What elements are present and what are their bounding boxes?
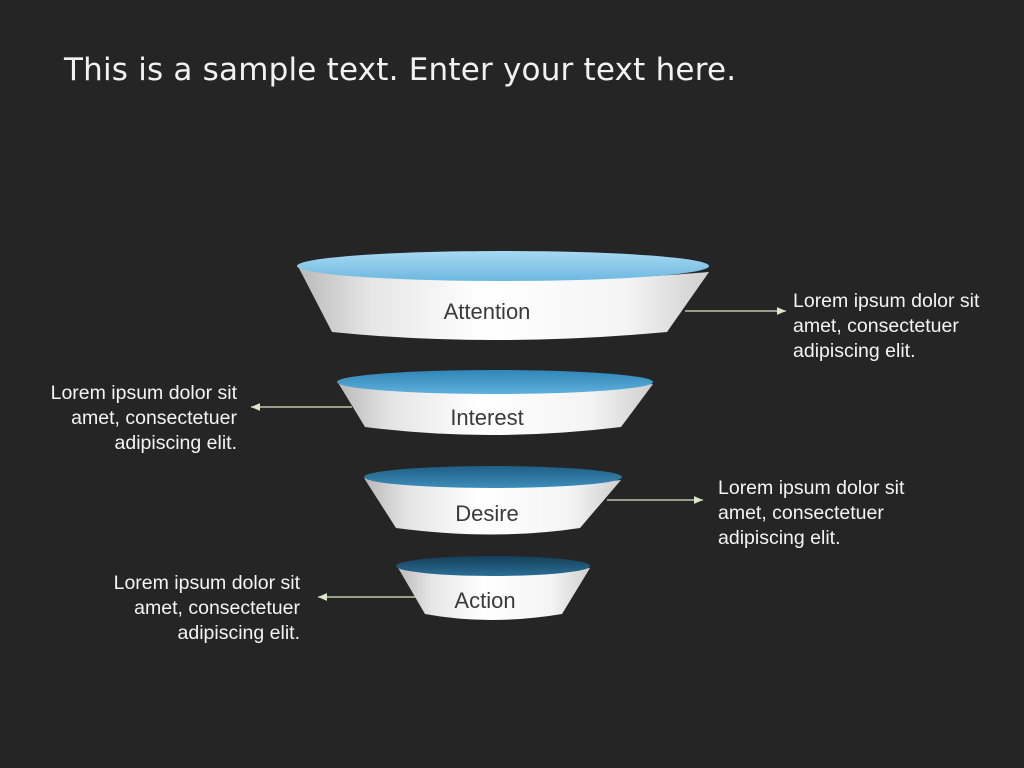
funnel-stage-interest: Interest (337, 370, 653, 435)
stage-label-action: Action (454, 588, 515, 613)
note-action: Lorem ipsum dolor sit amet, consectetuer… (113, 572, 300, 644)
slide-title: This is a sample text. Enter your text h… (64, 52, 737, 88)
note-attention: Lorem ipsum dolor sit amet, consectetuer… (793, 290, 980, 362)
funnel-stage-action: Action (396, 556, 590, 620)
note-interest: Lorem ipsum dolor sit amet, consectetuer… (50, 382, 237, 454)
stage-label-desire: Desire (455, 501, 519, 526)
stage-label-attention: Attention (444, 299, 531, 324)
funnel-stage-desire: Desire (364, 466, 622, 535)
stage-label-interest: Interest (450, 405, 523, 430)
funnel-stage-attention: Attention (297, 251, 709, 340)
note-desire: Lorem ipsum dolor sit amet, consectetuer… (718, 477, 905, 549)
